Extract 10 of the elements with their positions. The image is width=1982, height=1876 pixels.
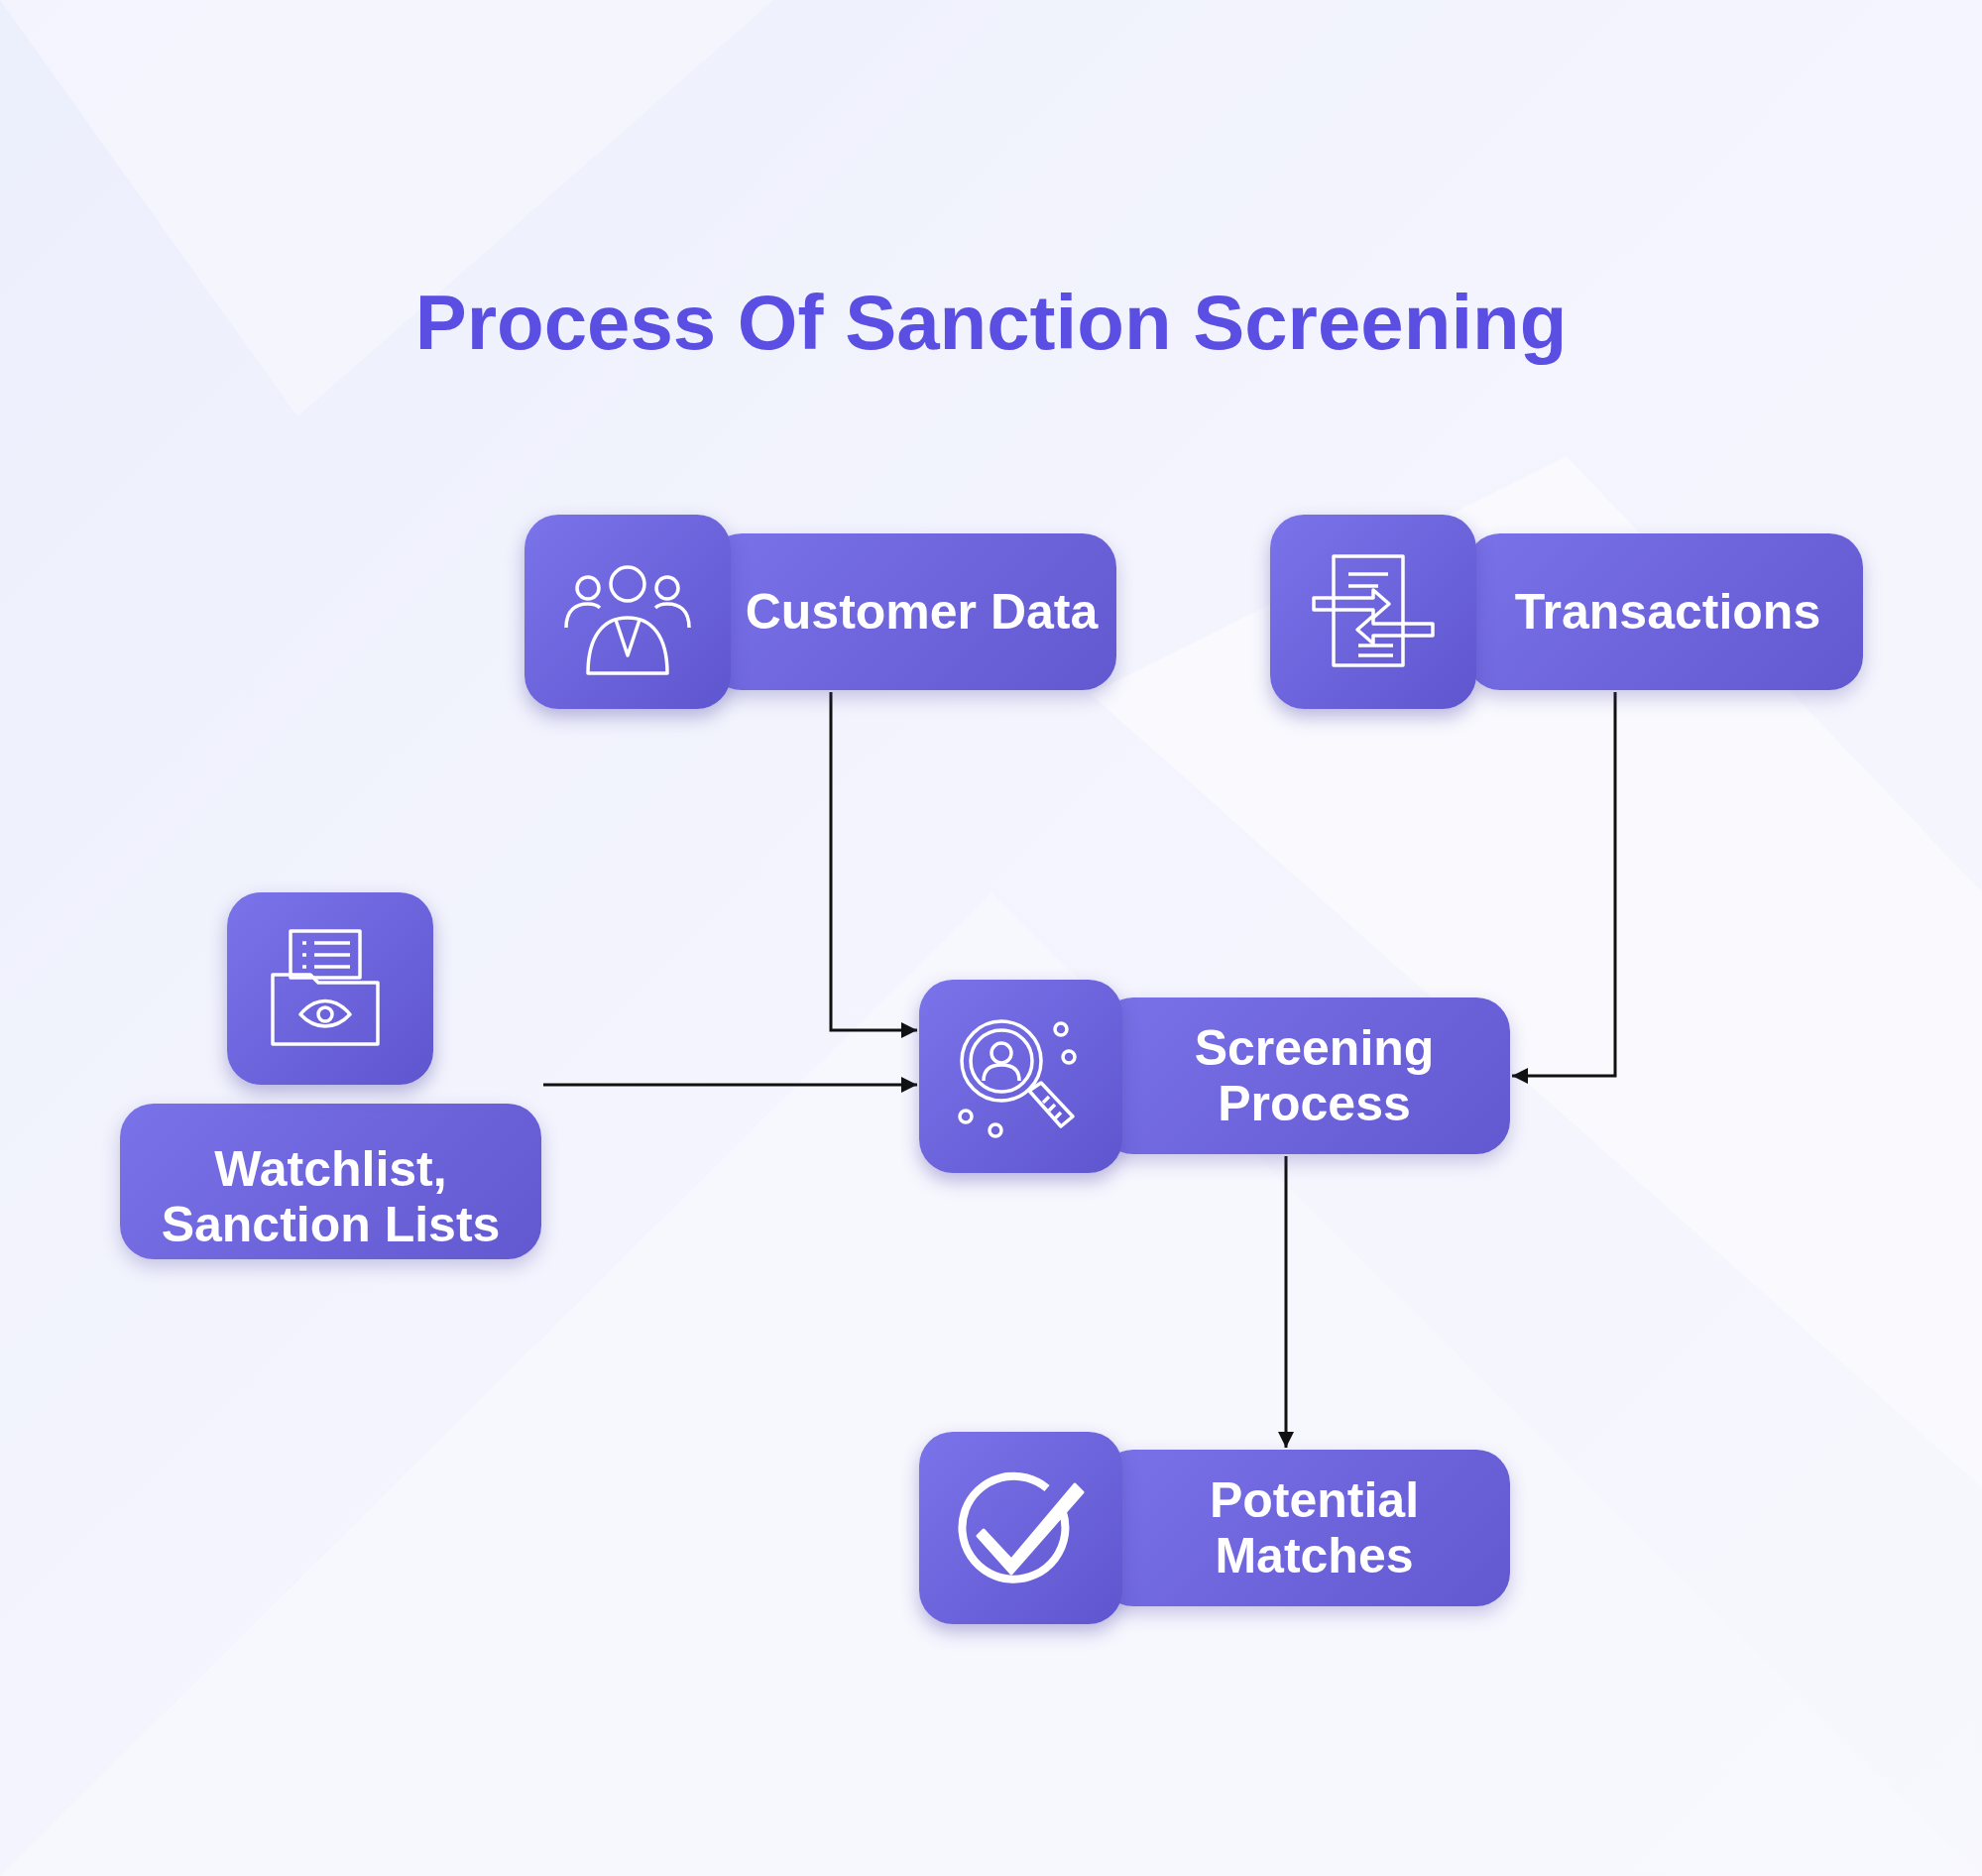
title: Process Of Sanction Screening xyxy=(413,278,1569,368)
node-label: Customer Data xyxy=(745,584,1099,640)
node-label: Potential Matches xyxy=(1208,1472,1421,1583)
node-label: Transactions xyxy=(1514,584,1821,640)
arrow xyxy=(543,1077,917,1093)
arrow xyxy=(829,692,917,1038)
arrow xyxy=(1512,692,1617,1084)
node-label: Watchlist, Sanction Lists xyxy=(160,1140,502,1252)
arrow xyxy=(1278,1156,1294,1448)
node-label: Screening Process xyxy=(1193,1020,1436,1131)
